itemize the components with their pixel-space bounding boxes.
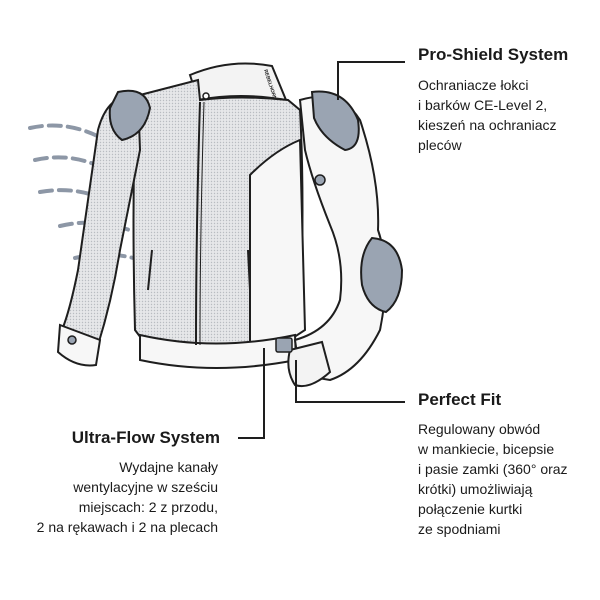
callout-lines [238, 61, 405, 439]
pocket-zip-right [247, 249, 251, 291]
left-sleeve [60, 94, 142, 347]
ultra-flow-description: Wydajne kanały wentylacyjne w sześciu mi… [36, 459, 218, 535]
collar-snap-icon [202, 92, 210, 100]
right-sleeve [293, 95, 387, 382]
pro-shield-description: Ochraniacze łokci i barków CE-Level 2, k… [418, 77, 557, 153]
elbow-protector-icon [360, 236, 404, 314]
pocket-zip-left [147, 249, 153, 291]
ultra-flow-title: Ultra-Flow System [71, 428, 220, 447]
perfect-fit-description: Regulowany obwód w mankiecie, bicepsie i… [418, 421, 568, 537]
left-cuff [56, 323, 102, 367]
left-cuff-snap-icon [67, 335, 77, 345]
waist-adjuster-icon [275, 337, 293, 353]
perfect-fit-title: Perfect Fit [418, 390, 502, 409]
chest-panel [249, 138, 307, 350]
front-zipper [195, 101, 201, 346]
pro-shield-title: Pro-Shield System [418, 45, 569, 64]
right-shoulder-protector-icon [310, 90, 360, 152]
left-shoulder-protector-icon [108, 89, 152, 142]
bicep-adjuster-icon [314, 174, 326, 186]
